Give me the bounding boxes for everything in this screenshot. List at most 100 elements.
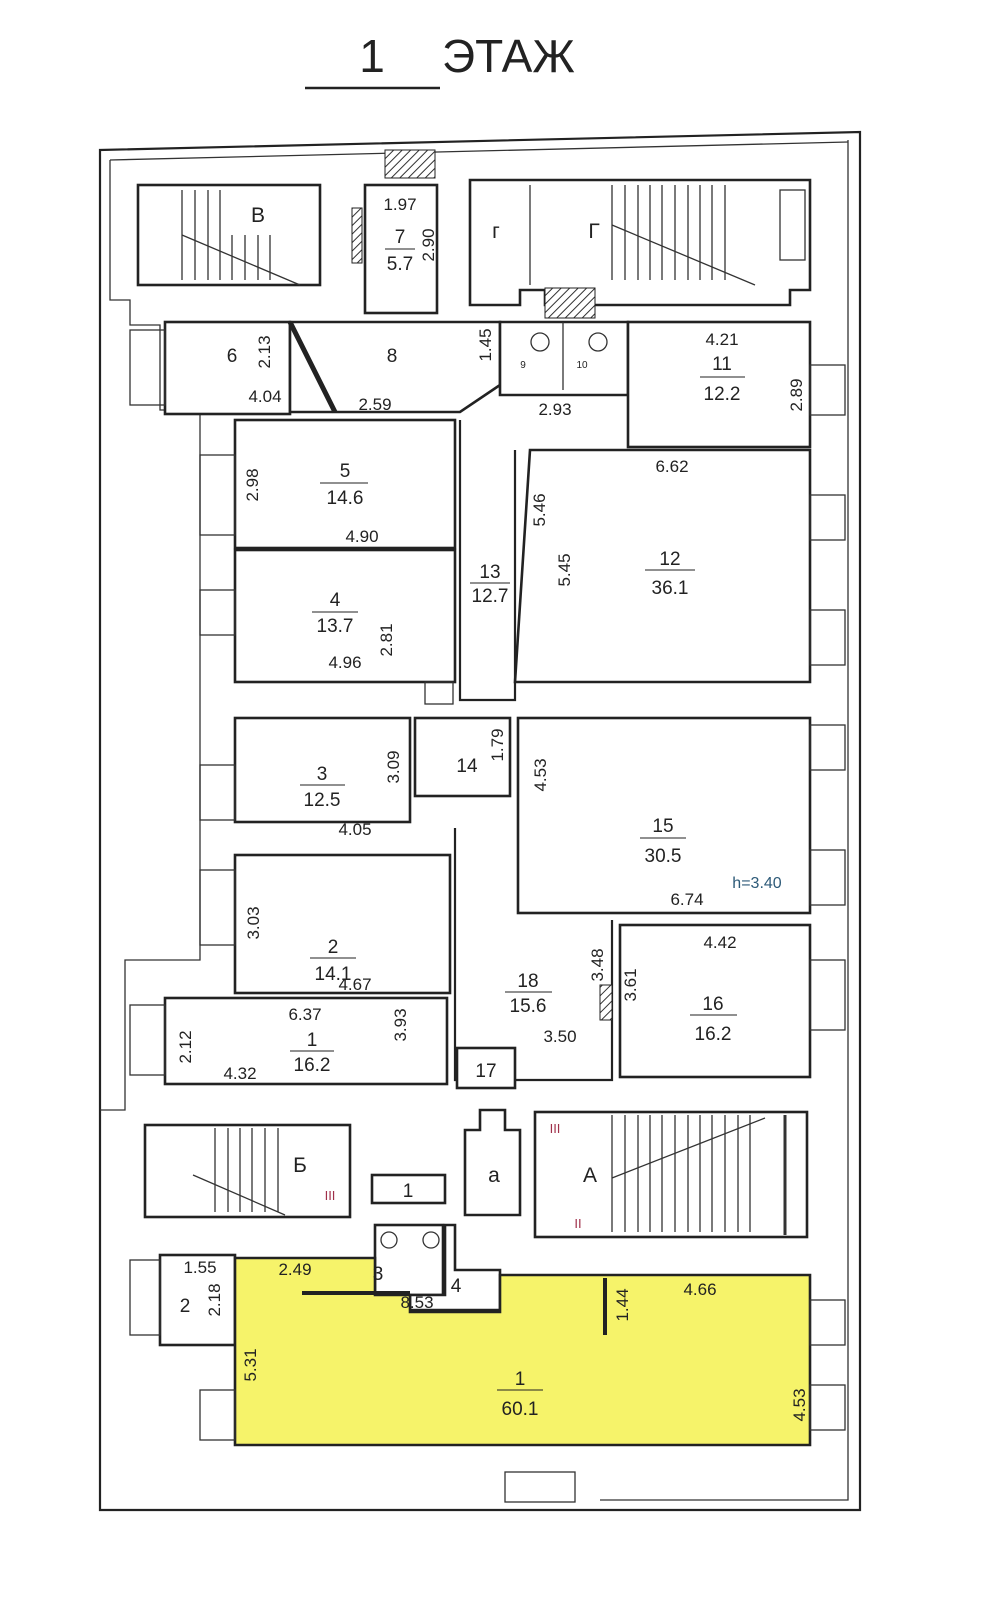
floor-number: 1 — [359, 30, 385, 82]
room-number: 4 — [330, 590, 341, 611]
window-icons — [129, 329, 846, 1441]
dimension: 4.67 — [338, 975, 371, 994]
room-labels: 7 5.7 6 8 9 10 11 12.2 5 14.6 4 13.7 13 … — [180, 227, 745, 1420]
floor-title: ЭТАЖ — [442, 30, 575, 82]
dimension: 8.53 — [400, 1293, 433, 1312]
dimension: 3.50 — [543, 1027, 576, 1046]
room-number: 17 — [475, 1061, 496, 1082]
room-11 — [626, 320, 812, 449]
room-number: 3 — [373, 1264, 384, 1285]
stair-g-steps-icon — [611, 185, 806, 286]
dimension: 2.13 — [255, 335, 274, 368]
stair-a — [533, 1110, 809, 1239]
dimension: 2.18 — [205, 1283, 224, 1316]
room-5 — [233, 418, 457, 550]
dimension: 2.90 — [419, 228, 438, 261]
toilet-icon — [422, 1231, 440, 1249]
room-area: 30.5 — [645, 846, 682, 867]
room-number: 2 — [180, 1296, 191, 1317]
dimension: 2.49 — [278, 1260, 311, 1279]
room-number: 16 — [702, 994, 723, 1015]
room-2-small — [158, 1253, 237, 1347]
room-area: 16.2 — [294, 1055, 331, 1076]
dimension: 6.74 — [670, 890, 703, 909]
dimension: 4.90 — [345, 527, 378, 546]
room-number: 10 — [576, 360, 588, 371]
dimension: 2.59 — [358, 395, 391, 414]
dimension: 1.79 — [488, 728, 507, 761]
room-area: 12.5 — [304, 790, 341, 811]
room-number: 1 — [403, 1181, 414, 1202]
dimension: 5.31 — [241, 1348, 260, 1381]
wc-3 — [373, 1223, 445, 1297]
room-a — [463, 1108, 522, 1217]
room-number: 4 — [451, 1276, 462, 1297]
dimension: 4.21 — [705, 330, 738, 349]
room-number: 12 — [659, 549, 680, 570]
room-number: 8 — [387, 346, 398, 367]
room-number: 15 — [652, 816, 673, 837]
room-area: 36.1 — [652, 578, 689, 599]
dimension: 2.81 — [377, 623, 396, 656]
dimension: 4.42 — [703, 933, 736, 952]
room-label-a: а — [488, 1164, 500, 1187]
dimension: 2.89 — [787, 378, 806, 411]
room-1-highlighted[interactable] — [233, 1256, 812, 1447]
mark-ii-a: II — [574, 1216, 581, 1231]
room-14 — [413, 716, 512, 798]
room-12 — [513, 448, 812, 684]
room-number: 13 — [479, 562, 500, 583]
room-4 — [233, 548, 457, 684]
stair-b — [143, 1123, 352, 1219]
dimension: 5.46 — [530, 493, 549, 526]
mark-iii-a: III — [550, 1121, 561, 1136]
stair-label-b: Б — [293, 1154, 307, 1177]
dimension: 3.09 — [384, 750, 403, 783]
toilet-icon — [530, 332, 550, 352]
dimension: 4.53 — [531, 758, 550, 791]
room-area: 16.2 — [695, 1024, 732, 1045]
room-area: 13.7 — [317, 616, 354, 637]
room-area: 5.7 — [387, 254, 413, 275]
building-outline — [98, 130, 862, 1512]
stair-label-g: Г — [588, 220, 599, 243]
dimension: 5.45 — [555, 553, 574, 586]
room-number: 3 — [317, 764, 328, 785]
stair-label-g-small: г — [492, 220, 500, 243]
dimensions: 1.97 2.90 2.13 4.04 2.59 1.45 2.93 4.21 … — [176, 195, 809, 1422]
room-2 — [233, 853, 452, 995]
dimension: 6.37 — [288, 1005, 321, 1024]
room-number: 6 — [227, 346, 238, 367]
dimension: 3.03 — [244, 906, 263, 939]
dimension: 4.96 — [328, 653, 361, 672]
toilet-icon — [380, 1231, 398, 1249]
room-17 — [455, 1046, 517, 1090]
dimension: 4.53 — [790, 1388, 809, 1421]
room-number: 2 — [328, 937, 339, 958]
dimension: 4.05 — [338, 820, 371, 839]
room-number: 9 — [520, 360, 526, 371]
room-number: 11 — [712, 354, 732, 375]
ceiling-height-note: h=3.40 — [732, 875, 781, 892]
dimension: 4.04 — [248, 387, 281, 406]
room-3 — [233, 716, 412, 824]
room-area-highlighted: 60.1 — [502, 1399, 539, 1420]
room-16 — [618, 923, 812, 1079]
shaft-hatch — [384, 149, 436, 179]
toilet-icon — [588, 332, 608, 352]
stair-v — [136, 183, 322, 287]
mark-iii-b: III — [325, 1188, 336, 1203]
wall-hatch — [599, 984, 613, 1021]
room-area: 14.6 — [327, 488, 364, 509]
room-area: 12.7 — [472, 586, 509, 607]
dimension: 2.93 — [538, 400, 571, 419]
wall-hatch — [351, 207, 363, 264]
room-number: 5 — [340, 461, 351, 482]
room-1-small — [370, 1173, 447, 1205]
dimension: 3.48 — [588, 948, 607, 981]
room-number: 1 — [307, 1030, 318, 1051]
dimension: 4.66 — [683, 1280, 716, 1299]
room-number-highlighted: 1 — [515, 1369, 526, 1390]
vent-icon — [424, 681, 454, 705]
